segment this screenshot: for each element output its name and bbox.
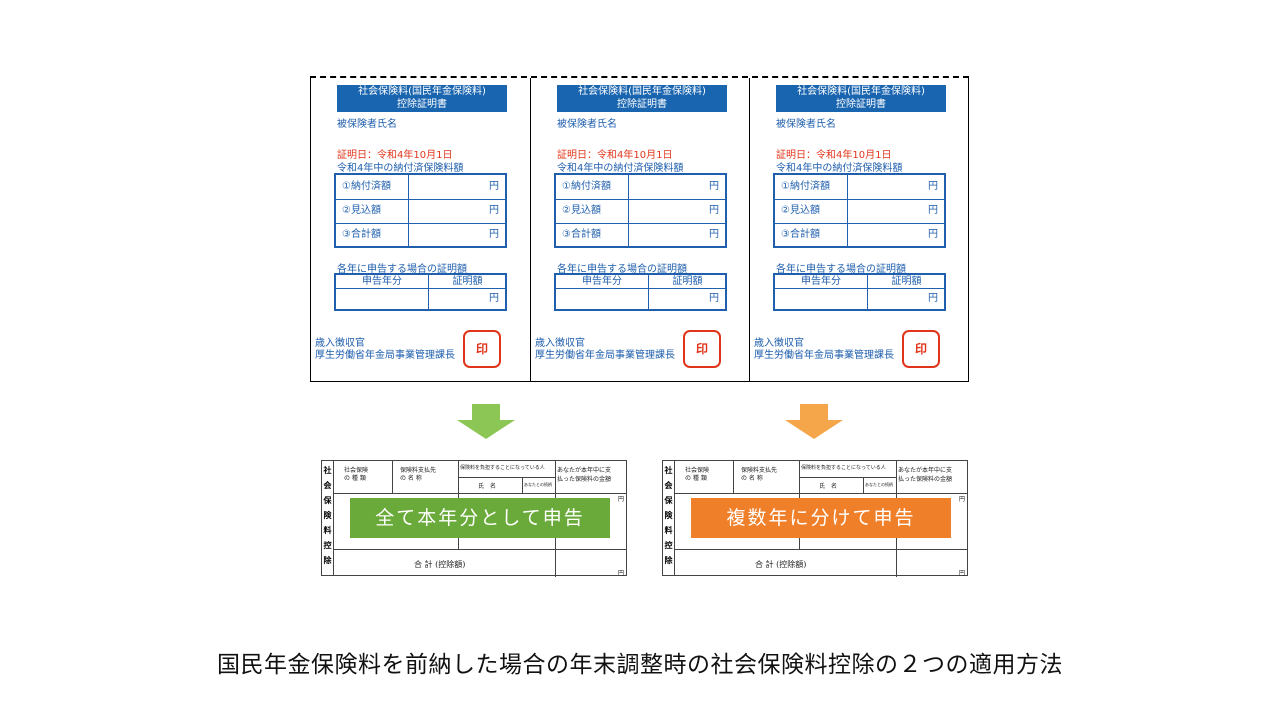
form-col-name: 氏 名 [819,483,838,490]
caption: 国民年金保険料を前納した場合の年末調整時の社会保険料控除の２つの適用方法 [217,652,1063,678]
insured-name-label: 被保険者氏名 [337,119,397,130]
form-col-payer: 保険料を負担することになっている人 [460,465,545,471]
paid-amount-heading: 令和4年中の納付済保険料額 [337,163,464,174]
yearly-heading: 各年に申告する場合の証明額 [776,264,906,275]
certificate-title: 社会保険料(国民年金保険料)控除証明書 [337,85,507,112]
form-col-type: 社会保険 の 種 類 [685,467,710,482]
form-col-payee: 保険料支払先 の 名 称 [741,467,778,482]
form-col-payer: 保険料を負担することになっている人 [801,465,886,471]
form-col-relation: あなたとの続柄 [865,482,893,487]
yearly-heading: 各年に申告する場合の証明額 [557,264,687,275]
certificate-title: 社会保険料(国民年金保険料)控除証明書 [557,85,727,112]
form-col-name: 氏 名 [478,483,497,490]
certificate-card: 社会保険料(国民年金保険料)控除証明書 被保険者氏名 証明日：令和4年10月1日… [749,78,969,381]
yearly-table: 申告年分証明額 円 [773,273,946,311]
seal-stamp: 印 [683,330,721,368]
paid-amount-heading: 令和4年中の納付済保険料額 [776,163,903,174]
form-col-type: 社会保険 の 種 類 [344,467,369,482]
row-paid-label: ①納付済額 [336,175,409,199]
certification-date: 証明日：令和4年10月1日 [776,150,892,161]
issuer-department: 厚生労働省年金局事業管理課長 [315,350,455,361]
form-total-row: 合 計 (控除額) 円 [675,549,967,578]
form-col-relation: あなたとの続柄 [524,482,552,487]
yearly-table: 申告年分証明額 円 [554,273,727,311]
issuer-department: 厚生労働省年金局事業管理課長 [535,350,675,361]
yearly-table: 申告年分証明額 円 [334,273,507,311]
paid-amount-heading: 令和4年中の納付済保険料額 [557,163,684,174]
all-this-year-banner: 全て本年分として申告 [350,498,610,538]
form-side-label: 社会保険料控除 [663,461,675,575]
form-col-amount: あなたが本年中に支 払った保険料の金額 [898,467,953,483]
certification-date: 証明日：令和4年10月1日 [337,150,453,161]
down-arrow-icon [785,404,843,439]
form-total-row: 合 計 (控除額) 円 [334,549,626,578]
seal-stamp: 印 [463,330,501,368]
issuer-title: 歳入徴収官 [535,338,585,349]
issuer-title: 歳入徴収官 [315,338,365,349]
certificate-card: 社会保険料(国民年金保険料)控除証明書 被保険者氏名 証明日：令和4年10月1日… [530,78,750,381]
certificate-title: 社会保険料(国民年金保険料)控除証明書 [776,85,946,112]
issuer-department: 厚生労働省年金局事業管理課長 [754,350,894,361]
certification-date: 証明日：令和4年10月1日 [557,150,673,161]
form-col-amount: あなたが本年中に支 払った保険料の金額 [557,467,612,483]
certificate-strip: 社会保険料(国民年金保険料)控除証明書 被保険者氏名 証明日：令和4年10月1日… [310,76,969,382]
deduction-form-left: 社会保険料控除 社会保険 の 種 類 保険料支払先 の 名 称 保険料を負担する… [321,460,627,578]
form-col-payee: 保険料支払先 の 名 称 [400,467,437,482]
row-estimate-label: ②見込額 [336,199,409,223]
paid-amount-table: ①納付済額円 ②見込額円 ③合計額円 [773,173,946,248]
row-total-label: ③合計額 [336,223,409,247]
seal-stamp: 印 [902,330,940,368]
certificate-card: 社会保険料(国民年金保険料)控除証明書 被保険者氏名 証明日：令和4年10月1日… [311,78,530,381]
down-arrow-icon [457,404,515,439]
insured-name-label: 被保険者氏名 [557,119,617,130]
yearly-heading: 各年に申告する場合の証明額 [337,264,467,275]
deduction-form-right: 社会保険料控除 社会保険 の 種 類 保険料支払先 の 名 称 保険料を負担する… [662,460,968,578]
paid-amount-table: ①納付済額円 ②見込額円 ③合計額円 [334,173,507,248]
paid-amount-table: ①納付済額円 ②見込額円 ③合計額円 [554,173,727,248]
issuer-title: 歳入徴収官 [754,338,804,349]
multi-year-banner: 複数年に分けて申告 [691,498,951,538]
insured-name-label: 被保険者氏名 [776,119,836,130]
form-side-label: 社会保険料控除 [322,461,334,575]
